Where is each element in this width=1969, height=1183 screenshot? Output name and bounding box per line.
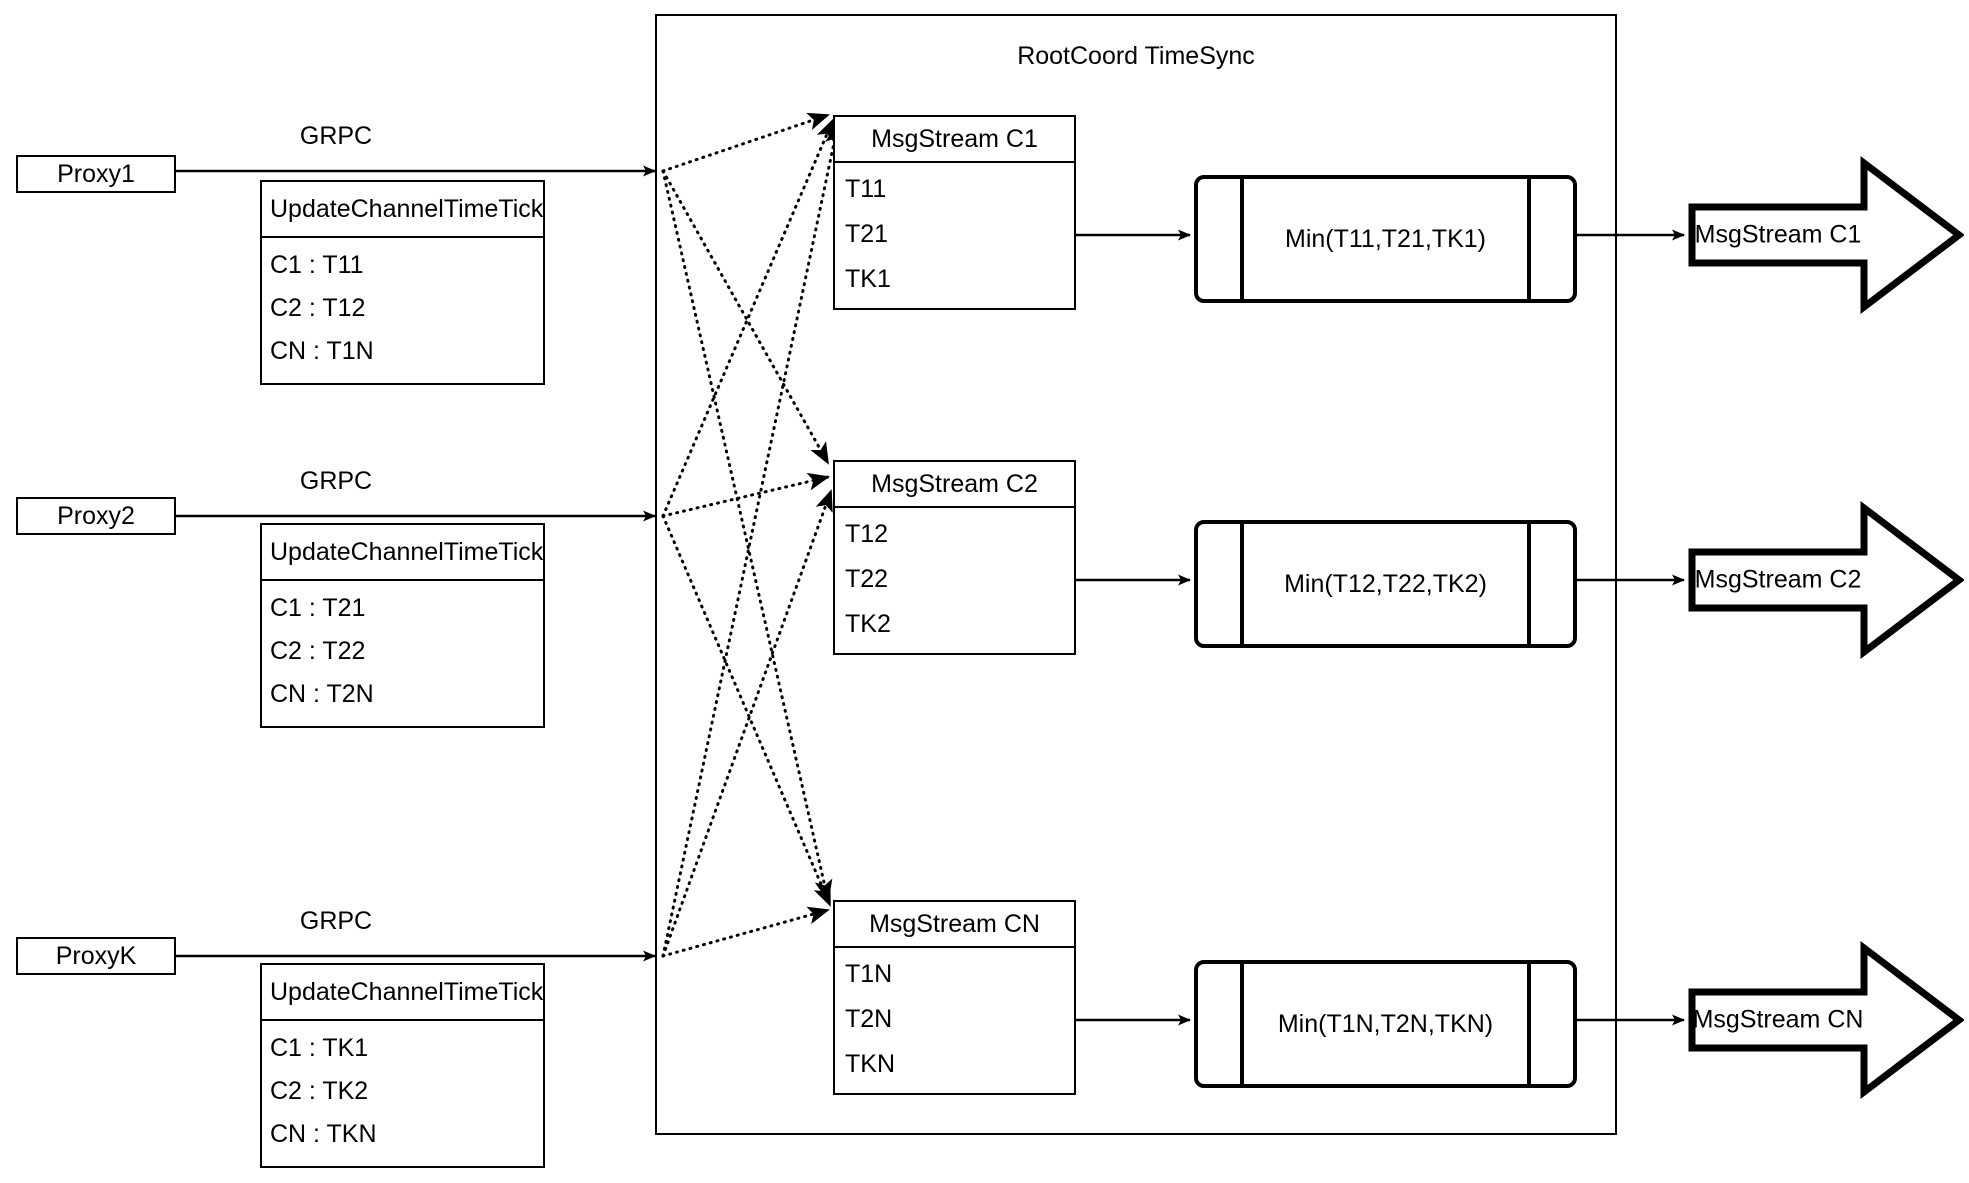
proxy-box-1[interactable]: Proxy1: [16, 155, 176, 193]
msgstream-row: T12: [845, 520, 889, 548]
reducer-box-c1: Min(T11,T21,TK1): [1194, 175, 1577, 303]
output-label: MsgStream CN: [1692, 1005, 1864, 1034]
timetick-body: C1 : T11 C2 : T12 CN : T1N: [262, 238, 543, 383]
update-channel-timetick-table-1: UpdateChannelTimeTick C1 : T11 C2 : T12 …: [260, 180, 545, 385]
timetick-body: C1 : TK1 C2 : TK2 CN : TKN: [262, 1021, 543, 1166]
proxy-box-k[interactable]: ProxyK: [16, 937, 176, 975]
grpc-label-2: GRPC: [299, 467, 373, 495]
subprocess-divider-left: [1240, 175, 1244, 303]
rootcoord-timesync-container: [655, 14, 1617, 1135]
timetick-row: C2 : TK2: [270, 1077, 369, 1105]
msgstream-row: T11: [845, 175, 887, 203]
reducer-label: Min(T12,T22,TK2): [1284, 569, 1487, 598]
reducer-box-cn: Min(T1N,T2N,TKN): [1194, 960, 1577, 1088]
msgstream-row: T1N: [845, 960, 893, 988]
update-channel-timetick-table-k: UpdateChannelTimeTick C1 : TK1 C2 : TK2 …: [260, 963, 545, 1168]
grpc-label-k: GRPC: [299, 907, 373, 935]
timetick-row: C1 : TK1: [270, 1034, 369, 1062]
proxy-label: Proxy1: [57, 159, 135, 188]
timetick-header: UpdateChannelTimeTick: [262, 525, 543, 581]
timetick-body: C1 : T21 C2 : T22 CN : T2N: [262, 581, 543, 726]
reducer-label: Min(T1N,T2N,TKN): [1277, 1009, 1494, 1038]
output-label: MsgStream C2: [1694, 565, 1862, 594]
proxy-label: ProxyK: [55, 941, 137, 970]
reducer-box-c2: Min(T12,T22,TK2): [1194, 520, 1577, 648]
subprocess-divider-right: [1527, 520, 1531, 648]
reducer-label: Min(T11,T21,TK1): [1285, 224, 1486, 253]
timetick-row: C1 : T21: [270, 594, 366, 622]
timetick-row: CN : T2N: [270, 680, 374, 708]
subprocess-divider-right: [1527, 175, 1531, 303]
timetick-row: C2 : T12: [270, 294, 366, 322]
msgstream-body: T12 T22 TK2: [835, 508, 1074, 653]
subprocess-divider-left: [1240, 960, 1244, 1088]
msgstream-row: TK2: [845, 610, 891, 638]
grpc-label-1: GRPC: [299, 122, 373, 150]
msgstream-header: MsgStream CN: [835, 902, 1074, 948]
msgstream-table-c2: MsgStream C2 T12 T22 TK2: [833, 460, 1076, 655]
output-label: MsgStream C1: [1694, 220, 1862, 249]
msgstream-table-cn: MsgStream CN T1N T2N TKN: [833, 900, 1076, 1095]
msgstream-header: MsgStream C2: [835, 462, 1074, 508]
output-block-arrow-c2: MsgStream C2: [1688, 500, 1964, 660]
msgstream-header: MsgStream C1: [835, 117, 1074, 163]
proxy-label: Proxy2: [57, 501, 135, 530]
output-block-arrow-cn: MsgStream CN: [1688, 940, 1964, 1100]
timetick-row: CN : T1N: [270, 337, 374, 365]
proxy-box-2[interactable]: Proxy2: [16, 497, 176, 535]
msgstream-table-c1: MsgStream C1 T11 T21 TK1: [833, 115, 1076, 310]
msgstream-body: T11 T21 TK1: [835, 163, 1074, 308]
timetick-header: UpdateChannelTimeTick: [262, 965, 543, 1021]
subprocess-divider-left: [1240, 520, 1244, 648]
msgstream-row: T22: [845, 565, 889, 593]
msgstream-row: T21: [845, 220, 889, 248]
msgstream-body: T1N T2N TKN: [835, 948, 1074, 1093]
timetick-header: UpdateChannelTimeTick: [262, 182, 543, 238]
subprocess-divider-right: [1527, 960, 1531, 1088]
output-block-arrow-c1: MsgStream C1: [1688, 155, 1964, 315]
timetick-row: C1 : T11: [270, 251, 364, 279]
rootcoord-timesync-title: RootCoord TimeSync: [1017, 42, 1255, 70]
timetick-row: C2 : T22: [270, 637, 366, 665]
msgstream-row: T2N: [845, 1005, 893, 1033]
timetick-row: CN : TKN: [270, 1120, 377, 1148]
update-channel-timetick-table-2: UpdateChannelTimeTick C1 : T21 C2 : T22 …: [260, 523, 545, 728]
msgstream-row: TK1: [845, 265, 891, 293]
msgstream-row: TKN: [845, 1050, 895, 1078]
